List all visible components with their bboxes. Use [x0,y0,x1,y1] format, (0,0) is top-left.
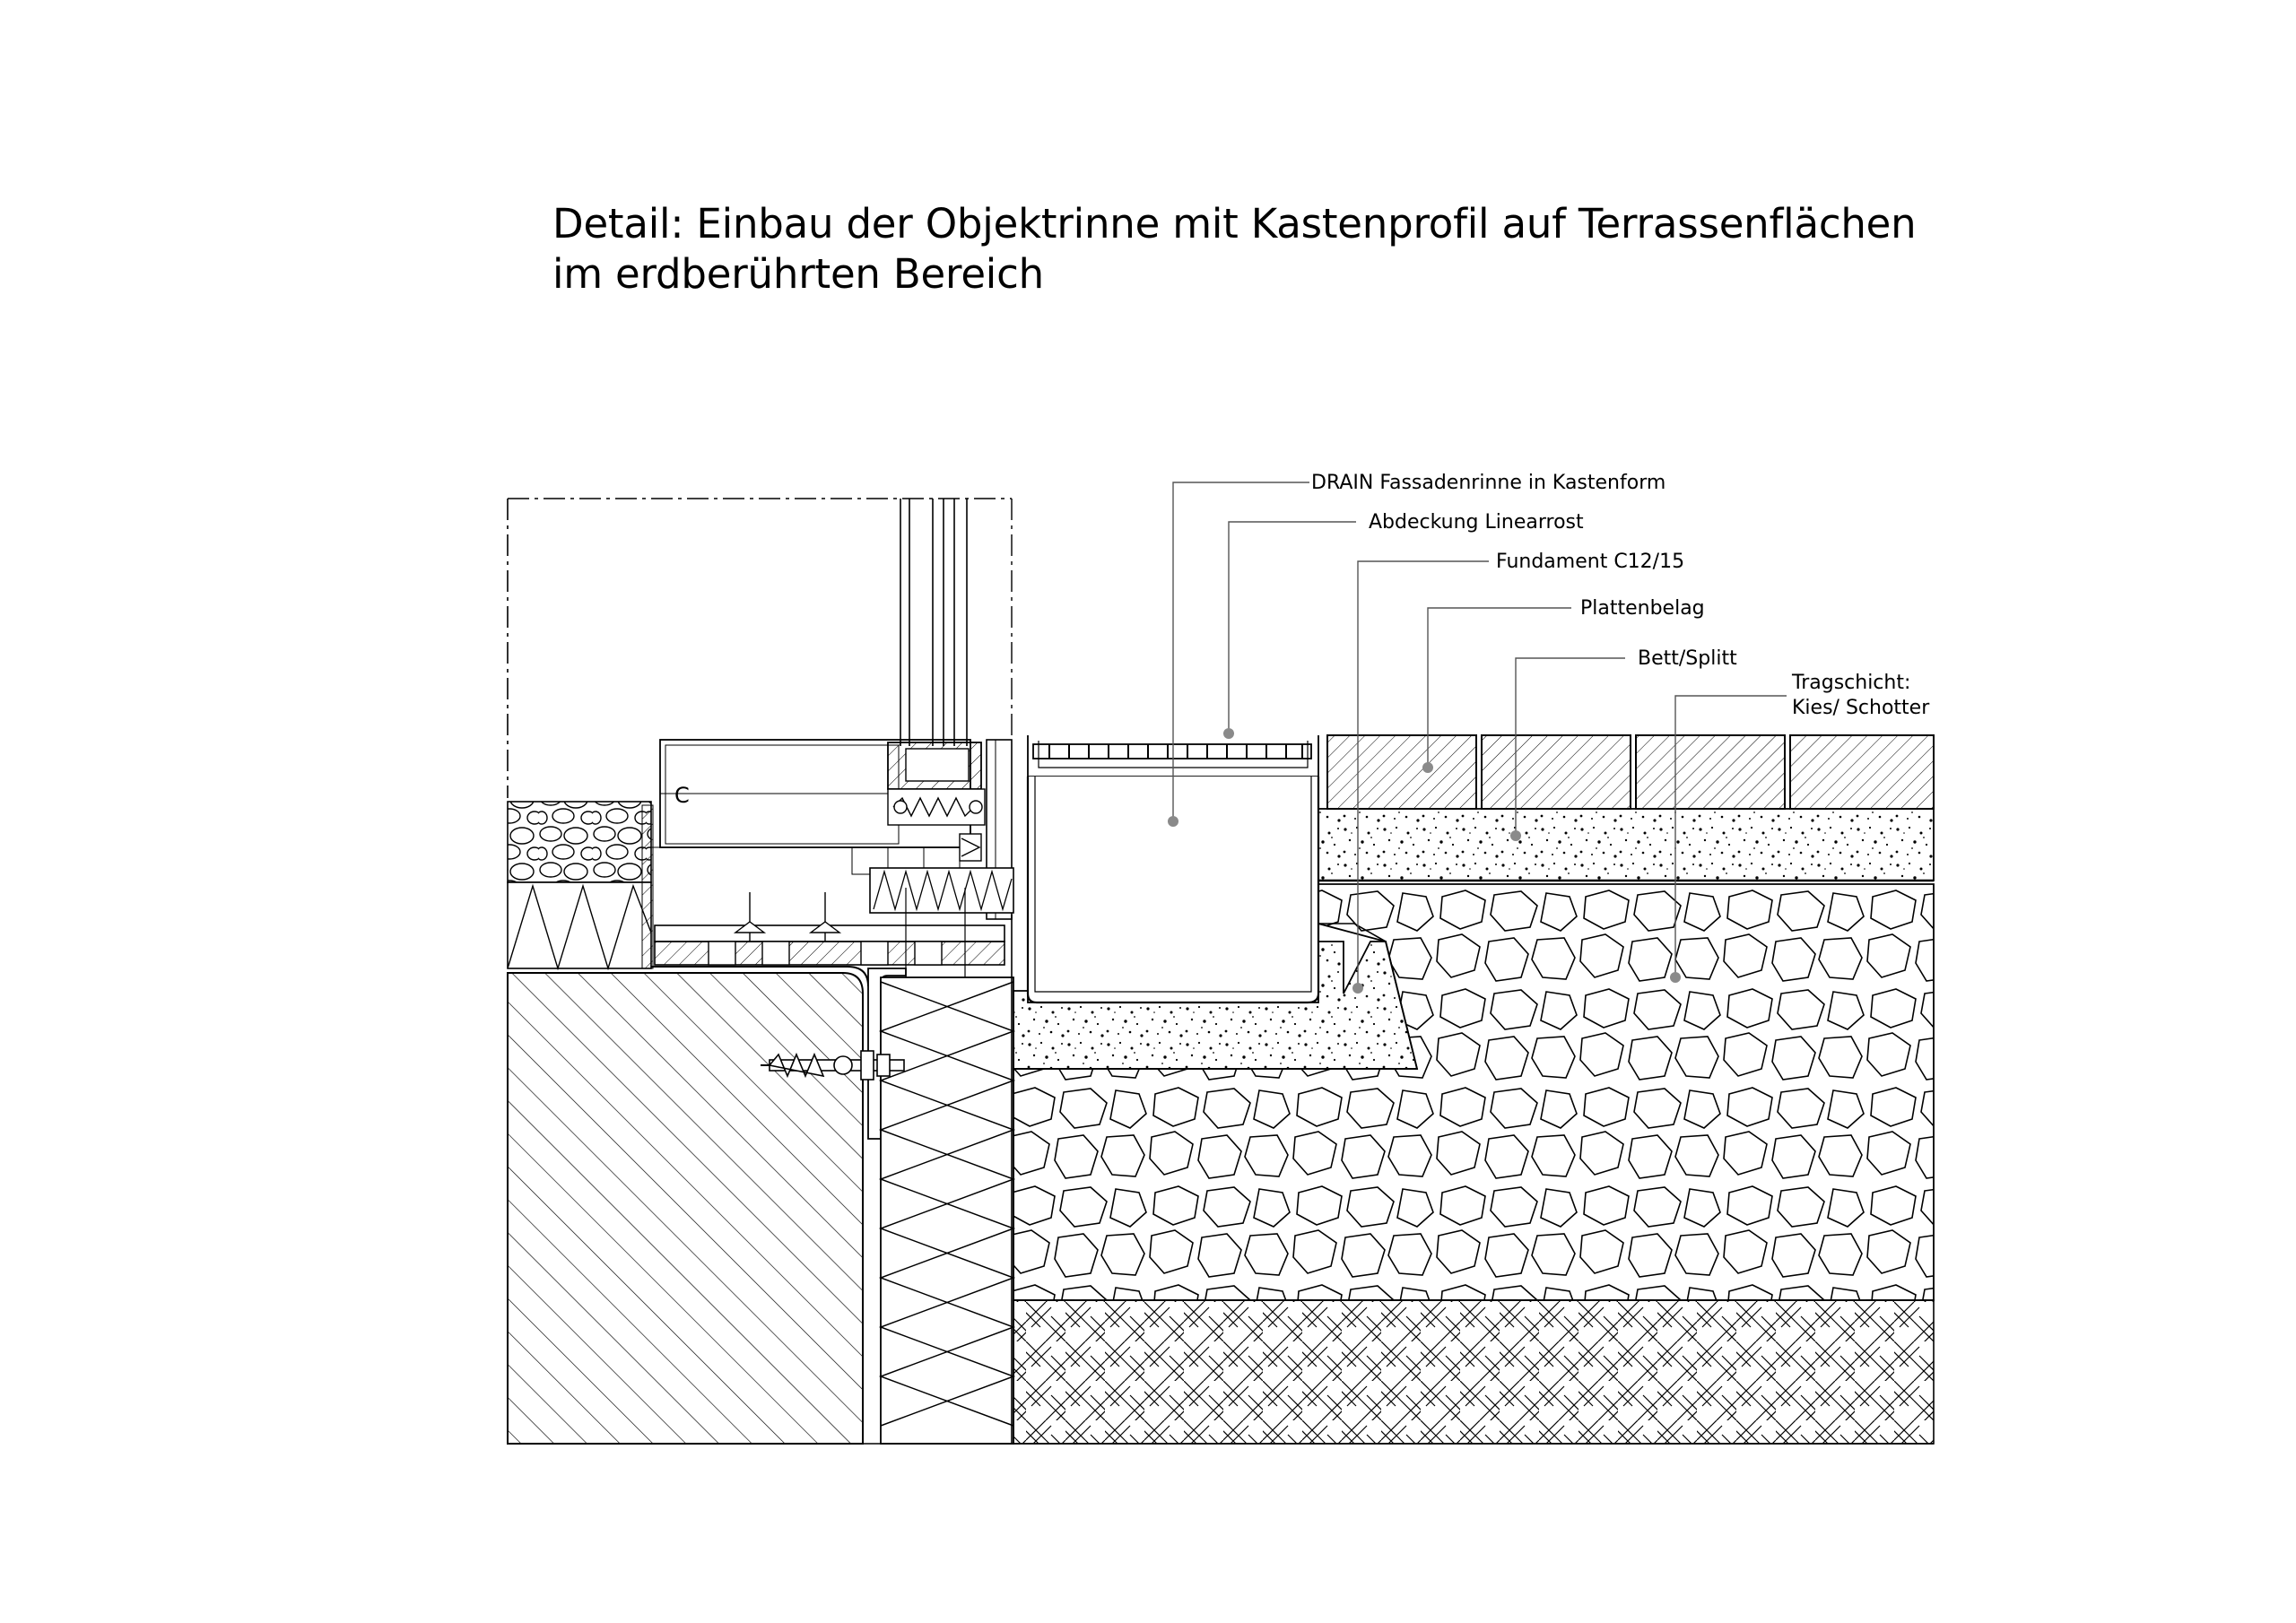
label-abdeckung: Abdeckung Linearrost [1369,511,1584,534]
drawing-title: Detail: Einbau der Objektrinne mit Kaste… [552,199,2077,299]
leader-dots [1168,728,1681,994]
terrace-layers [508,734,1935,1445]
drain-channel [1013,735,1419,1070]
label-tragschicht: Tragschicht: [1791,672,1910,694]
leader-lines [1172,482,1787,988]
title-line-2: im erdberührten Bereich [552,250,1044,298]
svg-text:C: C [674,783,690,808]
label-kies-schotter: Kies/ Schotter [1792,697,1930,719]
label-drain: DRAIN Fassadenrinne in Kastenform [1311,472,1665,494]
label-bett-splitt: Bett/Splitt [1638,647,1737,670]
label-plattenbelag: Plattenbelag [1580,597,1705,620]
title-line-1: Detail: Einbau der Objektrinne mit Kaste… [552,200,1917,247]
label-fundament: Fundament C12/15 [1496,551,1684,573]
building-wall: C [507,498,1016,1445]
